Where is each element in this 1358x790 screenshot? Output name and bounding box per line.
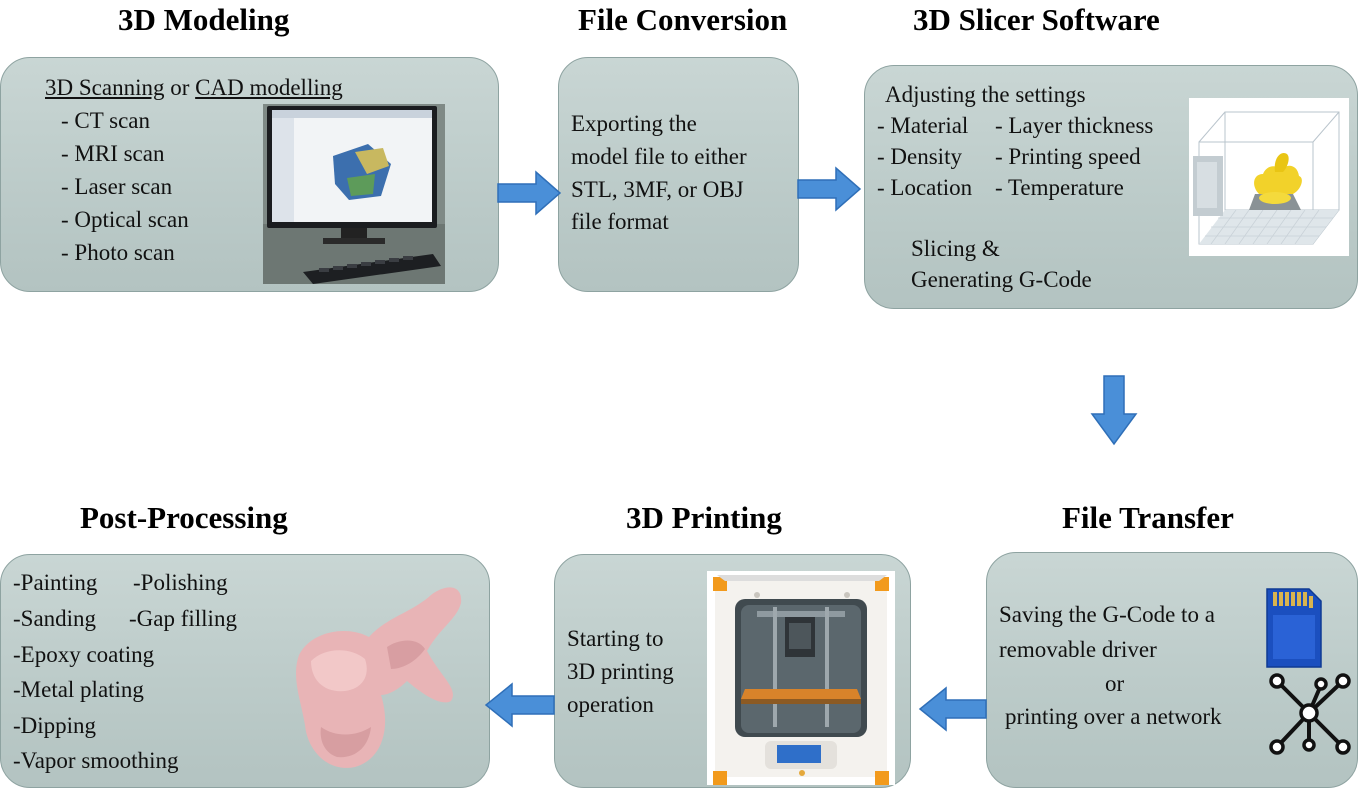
slicer-3d-preview: [1189, 98, 1349, 256]
arrow-down-icon: [1090, 375, 1138, 446]
modeling-item: - Optical scan: [61, 207, 189, 232]
title-file-transfer: File Transfer: [1062, 500, 1234, 535]
modeling-box: 3D Scanning or CAD modelling - CT scan -…: [0, 57, 499, 292]
3d-printer-photo: [707, 571, 895, 785]
post-item: -Sanding: [13, 606, 97, 631]
slicer-setting-left: - Material: [877, 113, 969, 138]
slicer-setting-right: - Temperature: [995, 175, 1124, 200]
cad-link-text: CAD modelling: [195, 75, 343, 100]
conversion-line: Exporting the: [571, 111, 697, 136]
post-item: -Metal plating: [13, 677, 144, 702]
modeling-heading: 3D Scanning or CAD modelling: [45, 72, 343, 104]
title-3d-modeling: 3D Modeling: [118, 2, 290, 37]
printed-vertebra-photo: [291, 577, 471, 777]
sd-card-icon: [1265, 587, 1323, 669]
arrow-right-icon: [797, 166, 862, 212]
or-text: or: [164, 75, 196, 100]
post-item: -Gap filling: [129, 606, 237, 631]
post-processing-box: -Painting -Sanding -Epoxy coating -Metal…: [0, 554, 490, 788]
transfer-line: or: [1105, 671, 1125, 696]
transfer-line: printing over a network: [1005, 704, 1222, 729]
slicer-setting-left: - Location: [877, 175, 973, 200]
slicer-setting-right: - Printing speed: [995, 144, 1141, 169]
file-transfer-box: Saving the G-Code to a removable driver …: [986, 552, 1358, 788]
slicing-line: Generating G-Code: [911, 267, 1092, 292]
modeling-item: - Photo scan: [61, 240, 175, 265]
post-item: -Vapor smoothing: [13, 748, 179, 773]
post-item: -Dipping: [13, 713, 97, 738]
transfer-line: removable driver: [999, 637, 1157, 662]
modeling-item: - MRI scan: [61, 141, 165, 166]
post-item: -Painting: [13, 570, 98, 595]
printing-line: Starting to: [567, 626, 664, 651]
conversion-box: Exporting the model file to either STL, …: [558, 57, 799, 292]
modeling-item: - Laser scan: [61, 174, 173, 199]
post-item: -Epoxy coating: [13, 642, 155, 667]
modeling-item: - CT scan: [61, 108, 151, 133]
conversion-line: STL, 3MF, or OBJ: [571, 177, 744, 202]
slicer-heading: Adjusting the settings: [885, 82, 1086, 107]
arrow-left-icon: [484, 682, 555, 728]
scan-link-text: 3D Scanning: [45, 75, 165, 100]
network-icon: [1267, 671, 1353, 757]
printing-box: Starting to 3D printing operation: [554, 554, 911, 788]
title-post-processing: Post-Processing: [80, 500, 288, 535]
slicer-setting-right: - Layer thickness: [995, 113, 1154, 138]
conversion-line: model file to either: [571, 144, 747, 169]
title-file-conversion: File Conversion: [578, 2, 788, 37]
printing-line: operation: [567, 692, 654, 717]
arrow-right-icon: [497, 170, 562, 216]
slicing-line: Slicing &: [911, 236, 1000, 261]
post-item: -Polishing: [133, 570, 228, 595]
desktop-computer-photo: [263, 104, 445, 284]
transfer-line: Saving the G-Code to a: [999, 602, 1215, 627]
slicer-box: Adjusting the settings - Material - Dens…: [864, 65, 1358, 309]
title-3d-slicer-software: 3D Slicer Software: [913, 2, 1160, 37]
conversion-line: file format: [571, 209, 669, 234]
printing-line: 3D printing: [567, 659, 674, 684]
arrow-left-icon: [918, 686, 987, 732]
slicer-setting-left: - Density: [877, 144, 962, 169]
title-3d-printing: 3D Printing: [626, 500, 782, 535]
